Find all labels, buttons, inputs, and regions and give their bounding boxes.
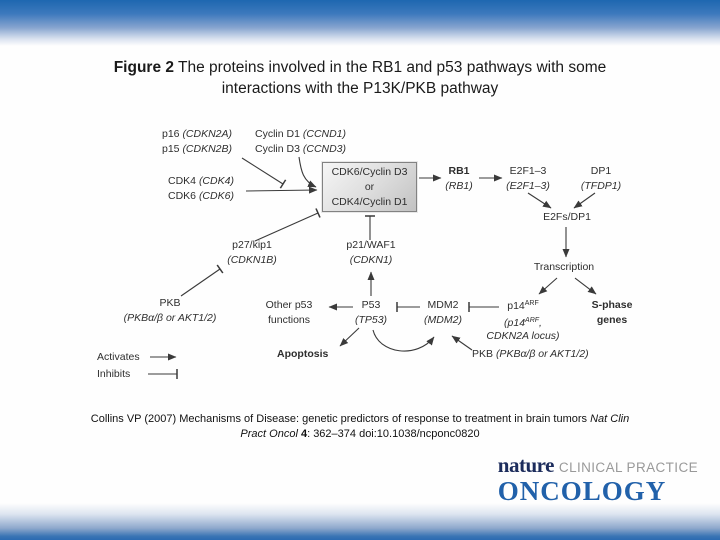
node-p27-kip1: p27/kip1 (CDKN1B) [219,238,285,267]
dp1-name: DP1 [590,165,612,177]
e2f-gene: (E2F1–3) [506,179,550,192]
p21-name: p21/WAF1 [346,239,396,251]
p15-line: p15 (CDKN2B) [162,142,233,155]
p14arf-gene-line1: (p14ARF, [504,316,542,329]
node-pkb-left: PKB (PKBα/β or AKT1/2) [116,296,224,325]
node-p14arf: p14ARF (p14ARF, CDKN2A locus) [476,297,570,344]
figure-title: Figure 2 The proteins involved in the RB… [0,57,720,99]
p53-name: P53 [361,299,381,311]
cdk4-line: CDK4 (CDK4) [168,175,234,187]
p14arf-gene-line2: CDKN2A locus) [486,330,560,342]
logo-clinical-practice: CLINICAL PRACTICE [558,460,698,475]
node-pkb-right: PKB (PKBα/β or AKT1/2) [472,347,589,362]
citation-line1: Collins VP (2007) Mechanisms of Disease:… [90,413,630,425]
pkb-right-gene: (PKBα/β or AKT1/2) [495,348,589,360]
e2f-name: E2F1–3 [509,165,547,177]
arrow-pkb-to-mdm2 [451,335,473,351]
inhibit-pkb-to-p27 [180,264,224,297]
node-e2fs-dp1: E2Fs/DP1 [543,211,591,223]
bottom-gradient-bar [0,503,720,540]
p27-name: p27/kip1 [232,239,272,251]
cyclin-d3-gene: (CCND3) [302,142,347,155]
legend-inhibits-label: Inhibits [97,368,131,380]
node-rb1: RB1 (RB1) [435,164,483,193]
citation: Collins VP (2007) Mechanisms of Disease:… [0,412,720,442]
arrow-p53-to-apoptosis [339,327,360,347]
node-e2f1-3: E2F1–3 (E2F1–3) [496,164,560,193]
arrow-transcription-to-sphase [574,277,597,295]
arrow-dp1-to-e2fsdp1 [573,192,596,209]
mdm2-gene: (MDM2) [424,313,462,326]
pkb-left-gene: (PKBα/β or AKT1/2) [123,311,217,324]
rb1-gene: (RB1) [445,179,473,192]
cdk4-gene: (CDK4) [198,175,234,187]
p16-gene: (CDKN2A) [182,128,233,140]
arrow-p53-to-mdm2-curved [372,329,435,352]
pkb-left-name: PKB [159,297,181,309]
arrow-transcription-to-p14arf [538,277,558,295]
citation-line2: Pract Oncol 4: 362–374 doi:10.1038/ncpon… [240,428,480,440]
top-gradient-bar [0,0,720,46]
p14arf-name: p14ARF [507,300,539,312]
node-cdk-cyclin-complex-box: CDK6/Cyclin D3 or CDK4/Cyclin D1 [322,162,417,212]
logo-nature: nature [497,453,555,477]
mdm2-name: MDM2 [427,299,459,311]
p21-gene: (CDKN1) [349,253,393,266]
p53-gene: (TP53) [354,313,388,326]
node-apoptosis: Apoptosis [277,348,329,360]
node-transcription: Transcription [533,261,595,273]
node-p21-waf1: p21/WAF1 (CDKN1) [338,238,404,267]
cdk6-gene: (CDK6) [198,189,234,202]
node-cyclin-d: Cyclin D1 (CCND1) Cyclin D3 (CCND3) [255,127,346,156]
node-mdm2: MDM2 (MDM2) [416,298,470,327]
node-p16-p15: p16 (CDKN2A) p15 (CDKN2B) [162,127,232,156]
p27-gene: (CDKN1B) [227,253,277,266]
cyclin-d1-gene: (CCND1) [302,128,347,140]
figure-title-line1: Figure 2 The proteins involved in the RB… [113,59,607,76]
logo-oncology: ONCOLOGY [497,476,667,506]
p16-line: p16 (CDKN2A) [162,128,233,140]
pkb-right-name: PKB [472,348,496,360]
arrow-e2f-to-e2fsdp1 [527,192,552,209]
inhibit-p16-to-box [241,157,287,189]
node-other-p53-functions: Other p53 functions [265,299,313,326]
arrow-cdk-to-box [245,186,318,194]
figure-title-line2: interactions with the P13K/PKB pathway [221,80,499,97]
rb1-name: RB1 [448,165,470,177]
arrow-cyclin-to-box [298,156,317,188]
node-p53: P53 (TP53) [347,298,395,327]
cdk6-line: CDK6 (CDK6) [168,189,234,202]
p15-gene: (CDKN2B) [182,142,233,155]
node-s-phase-genes: S-phase genes [591,299,633,326]
figure-number: Figure 2 [113,59,175,76]
legend-activates-label: Activates [97,351,140,363]
cyclin-d1-line: Cyclin D1 (CCND1) [255,128,347,140]
dp1-gene: (TFDP1) [580,179,622,192]
node-dp1: DP1 (TFDP1) [569,164,633,193]
node-cdk4-cdk6: CDK4 (CDK4) CDK6 (CDK6) [168,174,234,203]
inhibit-p27-to-box [254,208,321,242]
cyclin-d3-line: Cyclin D3 (CCND3) [255,142,347,155]
